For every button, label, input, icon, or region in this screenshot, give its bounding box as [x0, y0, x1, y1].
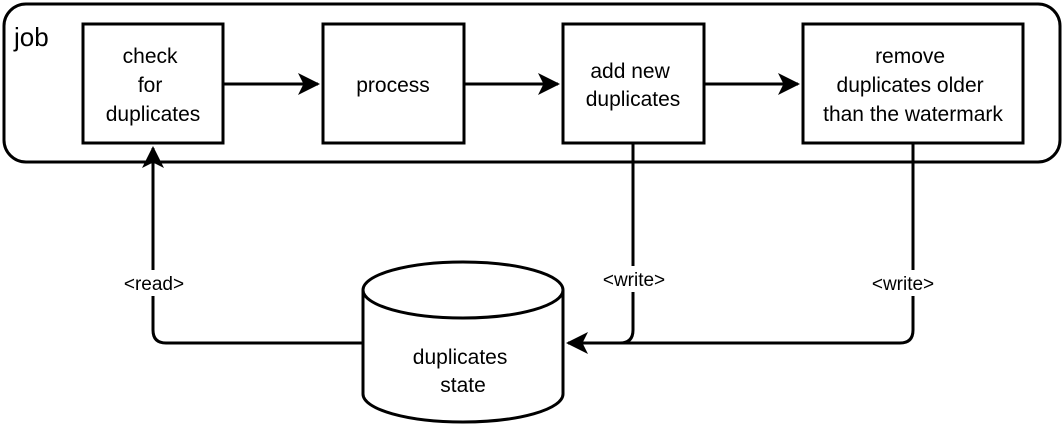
node-remove-line-1: remove: [875, 45, 945, 68]
state-cylinder-body: [361, 290, 565, 424]
node-add-line-1: add new: [590, 60, 670, 83]
edge-write-remove: [620, 143, 915, 345]
svg-text:process: process: [356, 74, 430, 97]
job-group-label: job: [13, 22, 49, 52]
svg-text:add new duplicates: add new duplicates: [586, 60, 681, 111]
edge-read: [142, 146, 363, 345]
node-remove-line-2: duplicates older: [837, 74, 984, 97]
svg-text:<write>: <write>: [603, 270, 665, 291]
state-cylinder-top: [361, 260, 565, 320]
svg-text:<write>: <write>: [872, 274, 934, 295]
svg-text:<read>: <read>: [124, 274, 184, 295]
node-check-line-2: for: [138, 74, 163, 97]
svg-text:duplicates state: duplicates state: [413, 346, 513, 397]
edge-label-read: <read>: [118, 270, 190, 296]
edge-label-write-remove: <write>: [866, 270, 940, 296]
node-process-line-1: process: [356, 74, 430, 97]
edge-label-write-add: <write>: [597, 266, 671, 292]
node-state-line-2: state: [440, 374, 486, 397]
node-process: process: [321, 22, 466, 145]
node-add-new-duplicates: add new duplicates: [561, 22, 706, 145]
node-duplicates-state: duplicates state: [361, 260, 565, 424]
node-remove-line-3: than the watermark: [823, 103, 1003, 126]
node-check-line-1: check: [123, 45, 178, 68]
node-check-for-duplicates: check for duplicates: [81, 22, 225, 145]
node-remove-duplicates: remove duplicates older than the waterma…: [801, 22, 1025, 145]
svg-text:remove duplicates older: remove duplicates older than the waterma…: [823, 45, 1003, 126]
edge-write-add: [566, 143, 635, 354]
svg-text:check for duplicat: check for duplicates: [106, 45, 201, 126]
node-check-line-3: duplicates: [106, 103, 201, 126]
node-state-line-1: duplicates: [413, 346, 508, 369]
node-add-line-2: duplicates: [586, 88, 681, 111]
